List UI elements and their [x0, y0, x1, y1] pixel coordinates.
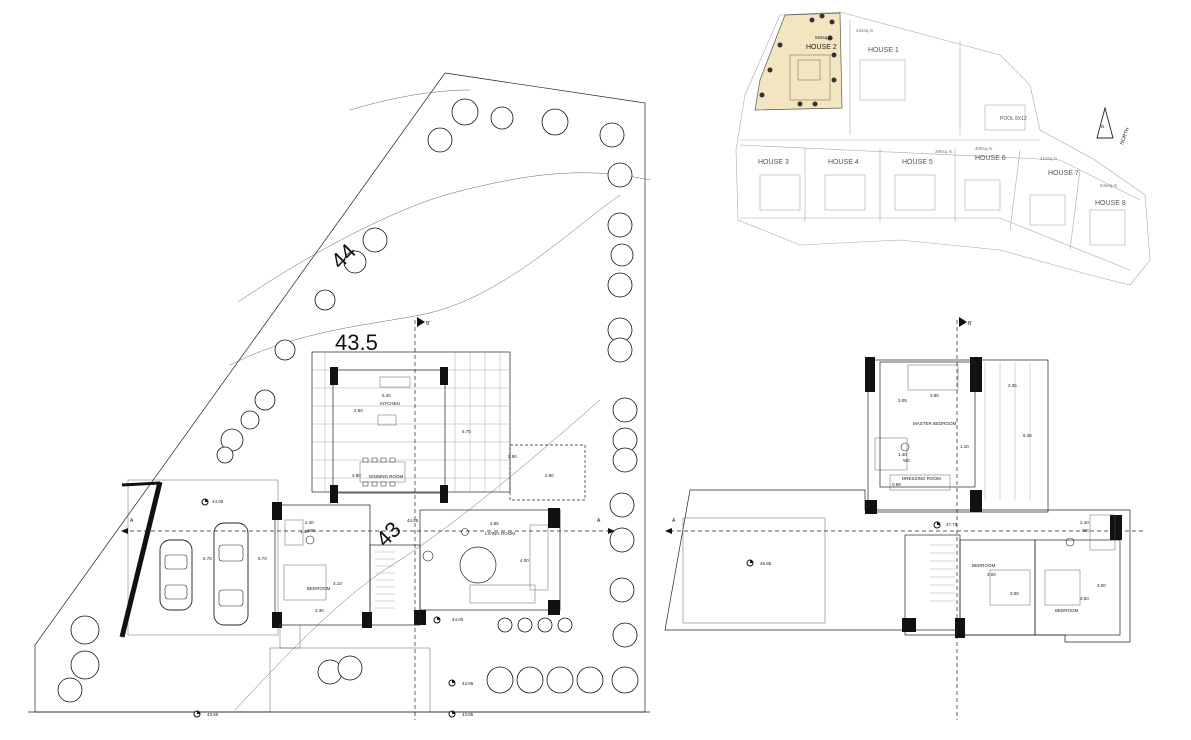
- site-area-house-8: 545sq.m.: [1100, 183, 1119, 188]
- dim-kitchen-width: 6.40: [382, 393, 391, 398]
- level-marker-icon: [746, 559, 754, 567]
- dim-wc-width: 2.30: [305, 520, 314, 525]
- site-label-house-6: HOUSE 6: [975, 155, 1006, 162]
- site-label-house-5: HOUSE 5: [902, 159, 933, 166]
- first-floor-plan: B' A MASTER BEDROOM DRESSING ROOM BEDROO…: [664, 317, 1145, 720]
- room-label-wc-2: WC: [1082, 528, 1090, 533]
- site-label-house-8: HOUSE 8: [1095, 200, 1126, 207]
- dim-kitchen-height: 2.80: [354, 408, 363, 413]
- level-marker-icon: [433, 616, 441, 624]
- site-area-house-6: 405sq.m.: [975, 146, 994, 151]
- site-area-house-7: 413sq.m.: [1040, 156, 1059, 161]
- site-area-house-2: 583sq.m.: [815, 35, 834, 40]
- dim-wc2-width: 2.40: [1080, 520, 1089, 525]
- section-marker-a: A: [130, 518, 134, 524]
- section-marker-b-first: B': [968, 321, 972, 327]
- site-label-house-2: HOUSE 2: [806, 44, 837, 51]
- site-plan: HOUSE 2 HOUSE 1 HOUSE 3 HOUSE 4 HOUSE 5 …: [735, 11, 1151, 286]
- dim-dressing: 0.89: [892, 482, 901, 487]
- section-marker-a-first: A: [672, 518, 676, 524]
- section-marker-a-right: A: [597, 518, 601, 524]
- room-label-bedroom-1: BEDROOM: [972, 563, 996, 568]
- dim-wc-height-first: 1.10: [960, 444, 969, 449]
- dim-terrace-width: 5.90: [508, 454, 517, 459]
- dim-terrace-height: 6.75: [462, 429, 471, 434]
- north-arrow-icon: B NORTH: [1096, 106, 1131, 146]
- site-label-house-1: HOUSE 1: [868, 47, 899, 54]
- dim-wc-depth: 1.40: [300, 529, 309, 534]
- level-south: 43.60: [207, 712, 219, 717]
- dim-master-height: 3.05: [898, 398, 907, 403]
- house-2-plot-highlight: [754, 12, 843, 111]
- room-label-dining: DINNING ROOM: [369, 474, 404, 479]
- level-marker-icon: [448, 679, 456, 687]
- site-label-house-7: HOUSE 7: [1048, 170, 1079, 177]
- level-parking: 44.00: [212, 499, 224, 504]
- level-roof: 46.85: [760, 561, 772, 566]
- dim-bedroom-width: 3.30: [315, 608, 324, 613]
- site-label-house-4: HOUSE 4: [828, 159, 859, 166]
- dim-bedroom2-height: 3.00: [1097, 583, 1106, 588]
- dim-terrace-width-2: 2.80: [545, 473, 554, 478]
- room-label-living: LIVING ROOM: [485, 531, 515, 536]
- dim-wc-width-first: 1.40: [898, 452, 907, 457]
- level-path-1: 43.85: [462, 681, 474, 686]
- dim-living-width: 4.85: [490, 521, 499, 526]
- dim-bedroom-height: 3.10: [333, 581, 342, 586]
- contour-label-43: 43: [371, 517, 406, 552]
- room-label-wc: WC: [308, 528, 316, 533]
- dim-parking-width-2: 6.70: [258, 556, 267, 561]
- north-label: NORTH: [1119, 127, 1131, 146]
- level-marker-icon: [201, 498, 209, 506]
- ground-floor-plan: 44 43.5 43 B' A A KITCHEN DINNING ROOM L…: [28, 72, 651, 720]
- room-label-bedroom-2: BEDROOM: [1055, 608, 1079, 613]
- svg-text:B: B: [1101, 124, 1104, 129]
- level-path-2: 43.85: [462, 712, 474, 717]
- dim-living-height: 4.00: [520, 558, 529, 563]
- car-icon: [159, 539, 193, 611]
- car-icon: [213, 522, 249, 626]
- dim-corridor-width: 2.35: [1008, 383, 1017, 388]
- room-label-wc-1: WC: [903, 458, 911, 463]
- level-marker-icon: [448, 710, 456, 718]
- level-entry: 44.00: [452, 617, 464, 622]
- contour-label-43-5: 43.5: [335, 330, 378, 355]
- site-label-house-3: HOUSE 3: [758, 159, 789, 166]
- section-marker-b: B': [426, 321, 430, 327]
- dim-bedroom1-height: 3.00: [1010, 591, 1019, 596]
- dim-dining-height: 2.90: [352, 473, 361, 478]
- room-label-dressing-room: DRESSING ROOM: [902, 476, 941, 481]
- room-label-kitchen: KITCHEN: [380, 401, 400, 406]
- dim-parking-width: 5.70: [203, 556, 212, 561]
- dim-corridor-height: 6.35: [1023, 433, 1032, 438]
- level-marker-icon: [933, 521, 941, 529]
- site-area-house-5: 396sq.m.: [935, 149, 954, 154]
- level-house: 44.85: [407, 518, 419, 523]
- site-area-house-1: 434sq.m.: [856, 28, 875, 33]
- room-label-master-bedroom: MASTER BEDROOM: [913, 421, 957, 426]
- site-label-pool: POOL 8X12: [1000, 116, 1027, 122]
- dim-bedroom2-width: 3.50: [1080, 596, 1089, 601]
- dim-bedroom1-width: 3.00: [987, 572, 996, 577]
- dim-master-width: 3.80: [930, 393, 939, 398]
- room-label-bedroom: BEDROOM: [307, 586, 331, 591]
- level-upper: 47.75: [946, 522, 958, 527]
- level-marker-icon: [193, 710, 201, 718]
